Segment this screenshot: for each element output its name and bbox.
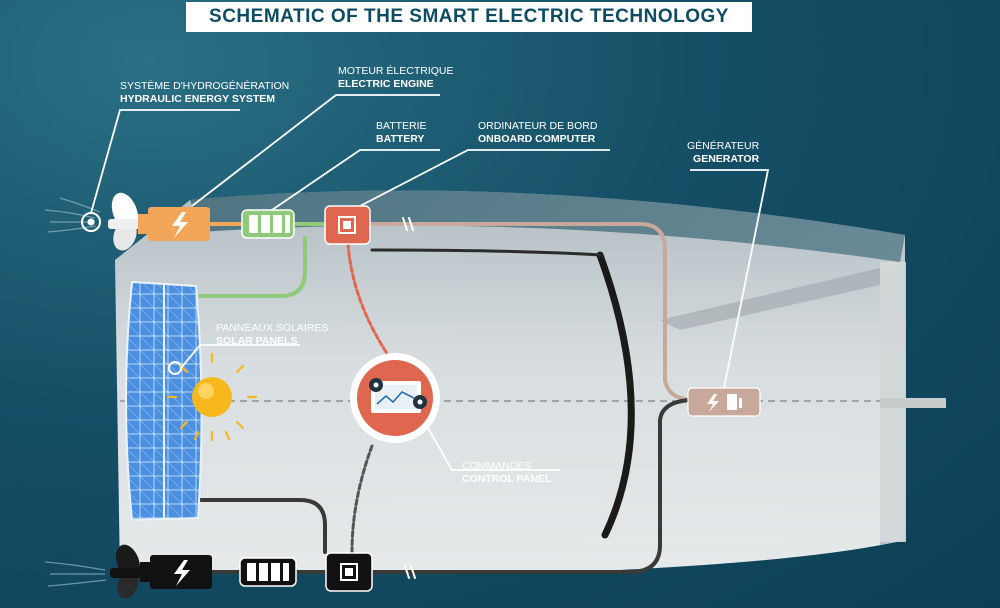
- label-battery-fr: BATTERIE: [376, 120, 427, 132]
- sun-icon: [166, 352, 258, 442]
- control-panel-unit: [350, 353, 440, 443]
- label-computer: ORDINATEUR DE BORD ONBOARD COMPUTER: [478, 120, 597, 146]
- label-generator-en: GENERATOR: [693, 153, 760, 165]
- generator-unit: [687, 387, 761, 417]
- label-hydro: SYSTÈME D'HYDROGÉNÉRATION HYDRAULIC ENER…: [120, 80, 289, 106]
- label-motor: MOTEUR ÉLECTRIQUE ELECTRIC ENGINE: [338, 65, 454, 91]
- label-battery: BATTERIE BATTERY: [376, 120, 427, 146]
- label-computer-en: ONBOARD COMPUTER: [478, 133, 596, 145]
- label-control-en: CONTROL PANEL: [462, 473, 552, 485]
- label-battery-en: BATTERY: [376, 133, 425, 145]
- onboard-computer-unit: [324, 205, 371, 245]
- top-propeller: [108, 192, 140, 251]
- boat-hull: [115, 190, 946, 576]
- label-solar: PANNEAUX SOLAIRES SOLAR PANELS: [216, 322, 328, 348]
- bottom-computer-unit: [325, 552, 373, 592]
- solar-panel: [125, 280, 203, 522]
- label-computer-fr: ORDINATEUR DE BORD: [478, 120, 598, 132]
- bottom-engine-unit: [140, 555, 212, 589]
- label-solar-fr: PANNEAUX SOLAIRES: [216, 322, 329, 334]
- label-hydro-fr: SYSTÈME D'HYDROGÉNÉRATION: [120, 80, 290, 92]
- leader-lines: [90, 94, 770, 471]
- top-cables: [198, 217, 692, 402]
- label-generator-fr: GÉNÉRATEUR: [687, 140, 760, 152]
- label-generator: GÉNÉRATEUR GENERATOR: [687, 140, 759, 166]
- label-hydro-en: HYDRAULIC ENERGY SYSTEM: [120, 93, 275, 105]
- label-control-fr: COMMANDES: [462, 460, 532, 472]
- label-motor-fr: MOTEUR ÉLECTRIQUE: [338, 65, 454, 77]
- bottom-battery-unit: [239, 557, 297, 587]
- bottom-cables: [198, 248, 692, 579]
- page-title: SCHEMATIC OF THE SMART ELECTRIC TECHNOLO…: [186, 2, 752, 32]
- label-motor-en: ELECTRIC ENGINE: [338, 78, 434, 90]
- battery-unit: [241, 209, 295, 239]
- label-solar-en: SOLAR PANELS: [216, 335, 298, 347]
- water-streaks: [44, 197, 107, 587]
- bottom-propeller: [110, 544, 142, 599]
- electric-engine-unit: [138, 207, 210, 241]
- label-control: COMMANDES CONTROL PANEL: [462, 460, 551, 486]
